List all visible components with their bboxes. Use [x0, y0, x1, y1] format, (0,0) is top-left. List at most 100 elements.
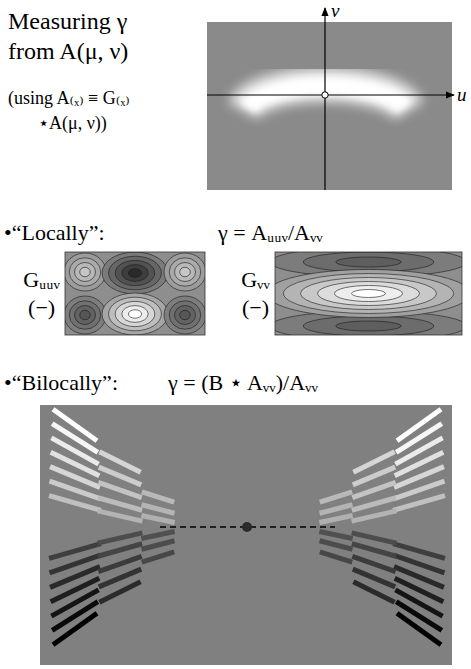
image-ground [207, 22, 452, 190]
axis-label: v [331, 0, 339, 23]
orientation-bar [352, 544, 396, 556]
contour-ring [175, 306, 196, 325]
contour-ring [180, 310, 191, 320]
contour-ring [303, 252, 434, 272]
contour-ring [318, 282, 420, 306]
formula: γ = (B ⋆ Aᵥᵥ)/Aᵥᵥ [168, 370, 318, 396]
orientation-bar [320, 505, 353, 514]
orientation-bar [98, 544, 142, 556]
method-heading: •“Bilocally”: [4, 370, 118, 396]
kernel-sign: (−) [241, 294, 270, 322]
contour-ring [175, 263, 196, 282]
contour-ring [115, 301, 155, 326]
orientation-bar [141, 531, 174, 538]
orientation-bar [320, 541, 353, 550]
contour-ring [122, 306, 148, 323]
orientation-bar [52, 424, 98, 453]
orientation-bar [142, 492, 174, 502]
bilocal-image [40, 405, 452, 665]
kernel-name: Gᵤᵤᵥ [23, 266, 60, 294]
contour-ring [69, 301, 101, 330]
contour-ring [303, 316, 434, 335]
kernel-vv [267, 247, 471, 341]
orientation-bar [141, 515, 174, 522]
orientation-bar [352, 533, 397, 543]
method-heading: •“Locally”: [4, 220, 105, 246]
orientation-bar [352, 482, 395, 497]
orientation-bar [51, 590, 98, 616]
contour-ring [80, 310, 91, 320]
response-image [207, 8, 454, 190]
contour-ring [128, 310, 141, 318]
contour-ring [80, 267, 91, 277]
orientation-bar [49, 496, 101, 511]
kernel-caption: Gᵤᵤᵥ(−) [23, 266, 60, 322]
contour-ring [75, 263, 96, 282]
contour-ring [164, 253, 205, 291]
contour-ring [180, 267, 191, 277]
origin-mark [322, 92, 328, 98]
contour-ring [164, 296, 205, 334]
orientation-bar [98, 556, 141, 571]
contour-ring [109, 256, 162, 290]
contour-ring [69, 258, 101, 287]
orientation-bar [319, 531, 352, 538]
kernel-sign: (−) [23, 294, 60, 322]
kernel-ground [65, 252, 205, 335]
contour-ring [352, 290, 386, 298]
orientation-bar [352, 511, 397, 521]
orientation-bar [98, 482, 141, 497]
contour-ring [128, 269, 141, 277]
kernel-frame [275, 252, 462, 335]
orientation-bar [393, 496, 445, 511]
u-axis [207, 94, 454, 95]
orientation-bar [320, 492, 352, 502]
orientation-bar [142, 552, 174, 562]
contour-ring [336, 321, 401, 331]
band-core [248, 86, 404, 108]
orientation-bar [98, 511, 143, 521]
orientation-bar [142, 541, 175, 550]
image-ground [40, 405, 452, 665]
kernel-frame [65, 252, 205, 335]
contour-ring [102, 252, 168, 294]
contour-ring [122, 265, 148, 282]
orientation-bar [98, 533, 143, 543]
orientation-bar [396, 424, 442, 453]
orientation-fan [49, 409, 445, 644]
orientation-bar [352, 498, 396, 510]
orientation-bar [393, 544, 445, 559]
response-band [243, 85, 409, 111]
contour-ring [75, 306, 96, 325]
orientation-bar [98, 498, 142, 510]
contour-ring [115, 260, 155, 285]
band-glow [243, 85, 409, 111]
contour-ring [336, 257, 401, 267]
v-axis [324, 8, 325, 190]
orientation-bar [396, 602, 442, 631]
contour-ring [65, 253, 106, 291]
orientation-bar [320, 552, 352, 562]
formula: γ = Aᵤᵤᵥ/Aᵥᵥ [218, 220, 323, 246]
kernel-contours [275, 252, 462, 335]
contour-ring [169, 301, 201, 330]
orientation-bar [49, 544, 101, 559]
orientation-bar [51, 438, 98, 464]
kernel-contours [65, 252, 205, 335]
contour-ring [109, 297, 162, 331]
orientation-bar [142, 505, 175, 514]
orientation-bar [395, 438, 442, 464]
contour-ring [65, 296, 106, 334]
orientation-bar [319, 515, 352, 522]
contour-ring [284, 274, 454, 314]
center-dot [242, 522, 252, 532]
contour-ring [169, 258, 201, 287]
orientation-bar [395, 590, 442, 616]
kernel-plot: Gᵥᵥ(−) [275, 252, 462, 335]
contour-ring [335, 286, 403, 302]
kernel-name: Gᵥᵥ [241, 266, 270, 294]
figure-title: Measuring γ from A(μ, ν) [8, 6, 158, 66]
contour-ring [301, 278, 437, 310]
kernel-uuv [64, 252, 206, 335]
orientation-bar [52, 602, 98, 631]
